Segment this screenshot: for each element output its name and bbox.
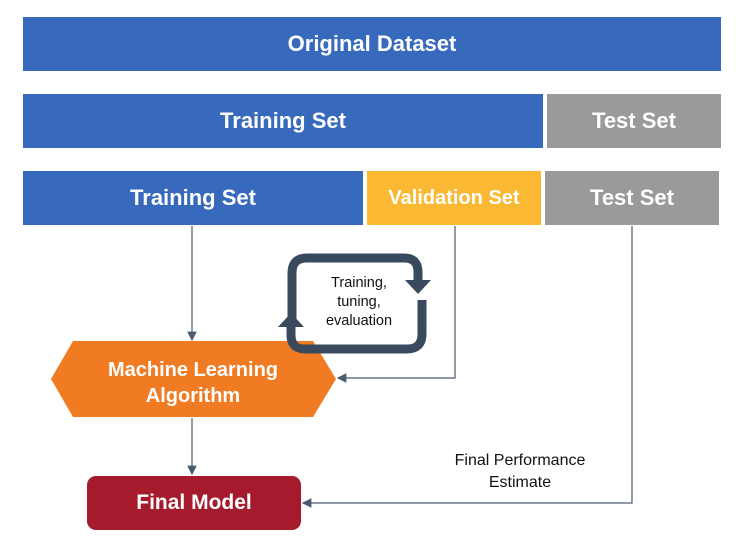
arrow-test-to-final-model xyxy=(301,226,633,508)
training-set-bar-split2: Training Set xyxy=(23,171,363,225)
final-model-label: Final Model xyxy=(136,491,252,514)
loop-label-line2: tuning, xyxy=(337,294,381,310)
loop-label: Training, tuning, evaluation xyxy=(306,274,412,331)
ml-algorithm-line1: Machine Learning xyxy=(107,359,279,381)
validation-set-bar: Validation Set xyxy=(367,171,541,225)
original-dataset-label: Original Dataset xyxy=(287,31,457,56)
ml-algorithm-line2: Algorithm xyxy=(145,385,241,407)
test-set-bar-split2: Test Set xyxy=(545,171,719,225)
final-performance-line1: Final Performance xyxy=(454,452,586,469)
validation-set-label: Validation Set xyxy=(388,186,520,209)
final-performance-line2: Estimate xyxy=(488,474,552,491)
arrow-validation-to-ml xyxy=(336,226,456,383)
loop-label-line3: evaluation xyxy=(325,313,393,329)
training-set-bar-split1: Training Set xyxy=(23,94,543,148)
ml-algorithm-hexagon xyxy=(51,341,336,417)
test-set-label-split2: Test Set xyxy=(590,185,674,210)
training-set-label-split1: Training Set xyxy=(220,108,346,133)
final-model-box: Final Model xyxy=(87,476,301,530)
ml-algorithm-label: Machine Learning Algorithm xyxy=(62,350,324,416)
original-dataset-bar: Original Dataset xyxy=(23,17,721,71)
test-set-label-split1: Test Set xyxy=(592,108,676,133)
test-set-bar-split1: Test Set xyxy=(547,94,721,148)
training-set-label-split2: Training Set xyxy=(130,185,256,210)
final-performance-label: Final Performance Estimate xyxy=(430,450,610,494)
training-cycle-icon xyxy=(278,253,431,354)
loop-label-line1: Training, xyxy=(331,275,387,291)
